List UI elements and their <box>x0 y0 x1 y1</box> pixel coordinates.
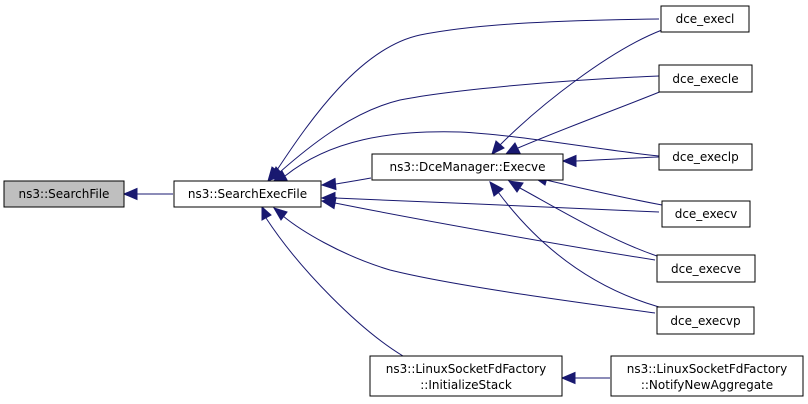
edge-execve-to-execve-manager <box>507 180 658 257</box>
node-initialize-stack-label-line2: ::InitializeStack <box>420 378 512 392</box>
node-linux-socket-initialize-stack[interactable]: ns3::LinuxSocketFdFactory ::InitializeSt… <box>369 355 563 397</box>
edge-execlp-to-execve-manager <box>561 154 660 168</box>
edge-execle-to-execve-manager <box>504 90 663 155</box>
node-dce-execle-label: dce_execle <box>672 72 738 86</box>
node-search-exec-file-label: ns3::SearchExecFile <box>188 187 307 201</box>
edge-searchexecfile-to-searchfile <box>122 187 173 201</box>
node-dce-execv[interactable]: dce_execv <box>661 200 751 228</box>
node-dce-execvp-label: dce_execvp <box>670 314 740 328</box>
edge-execvp-to-searchexecfile <box>272 207 656 314</box>
edge-execve-to-searchexecfile <box>320 196 656 261</box>
node-dce-execl-label: dce_execl <box>676 12 735 26</box>
edge-notifynewaggregate-to-initializestack <box>560 371 610 385</box>
node-initialize-stack-label-line1: ns3::LinuxSocketFdFactory <box>386 362 546 376</box>
edge-execv-to-searchexecfile <box>320 191 660 213</box>
node-dce-manager-execve[interactable]: ns3::DceManager::Execve <box>371 153 564 181</box>
node-dce-execlp[interactable]: dce_execlp <box>658 143 753 171</box>
node-dce-execle[interactable]: dce_execle <box>658 64 753 93</box>
node-search-file[interactable]: ns3::SearchFile <box>3 180 125 208</box>
node-search-exec-file[interactable]: ns3::SearchExecFile <box>173 180 322 208</box>
node-search-file-label: ns3::SearchFile <box>19 187 110 201</box>
node-dce-manager-execve-label: ns3::DceManager::Execve <box>389 160 545 174</box>
graph-nodes: ns3::SearchFile ns3::SearchExecFile ns3:… <box>3 5 804 397</box>
node-dce-execvp[interactable]: dce_execvp <box>656 306 755 335</box>
edge-initializestack-to-searchexecfile <box>261 205 404 357</box>
edge-execvp-to-execve-manager <box>489 180 660 308</box>
node-notify-new-aggregate-label-line1: ns3::LinuxSocketFdFactory <box>627 362 787 376</box>
node-dce-execlp-label: dce_execlp <box>672 150 738 164</box>
node-dce-execve[interactable]: dce_execve <box>656 254 756 283</box>
node-dce-execv-label: dce_execv <box>675 207 738 221</box>
node-linux-socket-notify-new-aggregate[interactable]: ns3::LinuxSocketFdFactory ::NotifyNewAgg… <box>610 355 804 397</box>
node-dce-execl[interactable]: dce_execl <box>660 5 750 33</box>
node-notify-new-aggregate-label-line2: ::NotifyNewAggregate <box>641 378 773 392</box>
edge-execve-manager-to-searchexecfile <box>320 177 372 191</box>
node-dce-execve-label: dce_execve <box>671 262 741 276</box>
edge-execl-to-execve-manager <box>491 29 663 155</box>
